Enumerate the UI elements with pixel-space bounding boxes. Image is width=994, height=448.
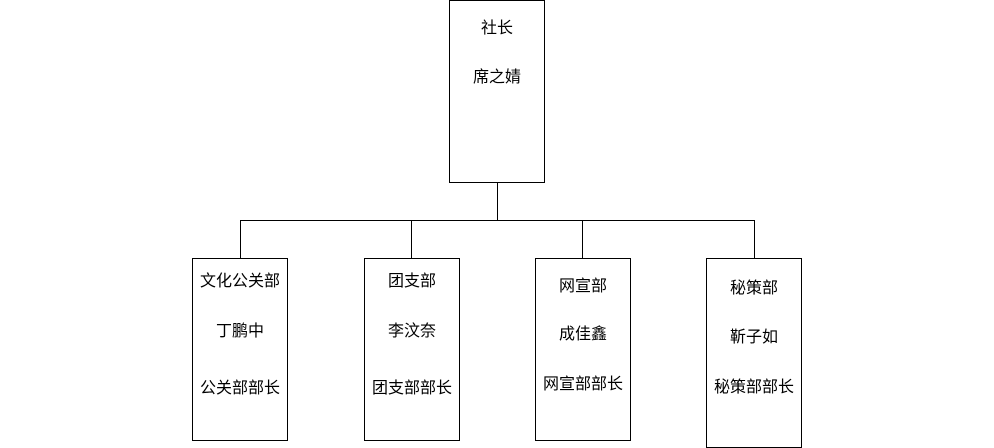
node-league-branch: 团支部 李汶奈 团支部部长 [364,258,460,441]
node-role: 网宣部部长 [542,374,623,393]
node-root: 社长 席之婧 [449,0,545,183]
node-root-title: 社长 [480,18,513,37]
node-name: 靳子如 [729,327,778,346]
node-web-publicity: 网宣部 成佳鑫 网宣部部长 [535,258,631,441]
node-dept: 团支部 [387,271,436,290]
node-role: 团支部部长 [371,378,452,397]
node-culture-pr: 文化公关部 丁鹏中 公关部部长 [192,258,288,441]
node-dept: 网宣部 [558,276,607,295]
node-dept: 秘策部 [729,278,778,297]
node-root-name: 席之婧 [472,67,521,86]
connector-child-1 [240,220,241,258]
node-name: 成佳鑫 [558,324,607,343]
connector-root-down [497,182,498,220]
node-name: 丁鹏中 [215,321,264,340]
connector-child-4 [754,220,755,258]
connector-horizontal-bus [240,220,755,221]
node-role: 秘策部部长 [713,377,794,396]
connector-child-3 [582,220,583,258]
node-secretariat: 秘策部 靳子如 秘策部部长 [706,258,802,448]
node-role: 公关部部长 [199,378,280,397]
node-dept: 文化公关部 [199,271,280,290]
connector-child-2 [411,220,412,258]
node-name: 李汶奈 [387,321,436,340]
